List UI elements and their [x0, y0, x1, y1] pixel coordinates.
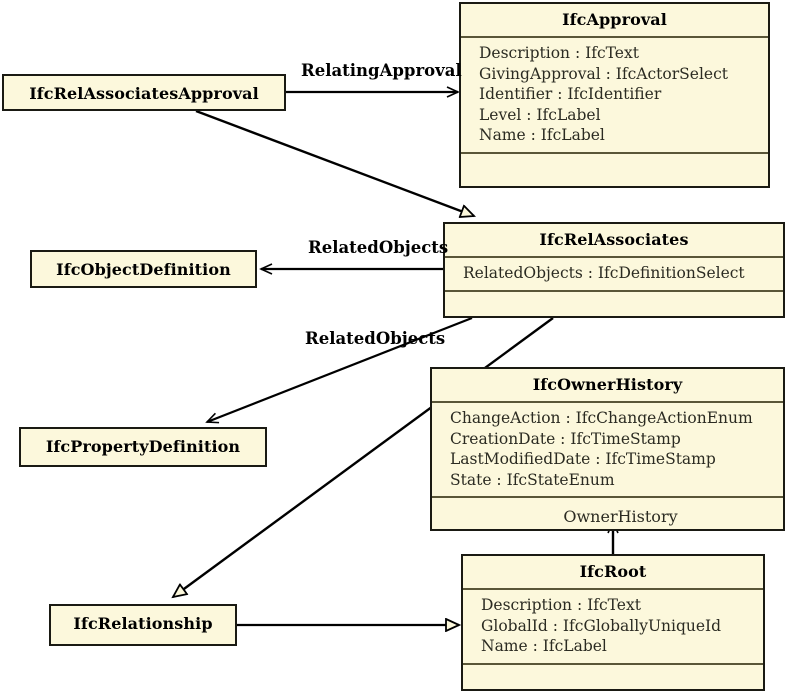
class-box-ifc-rel-associates[interactable]: IfcRelAssociates RelatedObjects : IfcDef…: [443, 222, 785, 318]
attribute-row: LastModifiedDate : IfcTimeStamp: [450, 450, 716, 469]
class-box-ifc-root[interactable]: IfcRoot Description : IfcText GlobalId :…: [461, 554, 765, 691]
attribute-row: Description : IfcText: [481, 596, 641, 614]
compartment-divider: [463, 662, 763, 665]
attribute-row: Name : IfcLabel: [479, 126, 605, 145]
class-title-ifc-relationship: IfcRelationship: [73, 614, 213, 633]
edge-label-relating-approval: RelatingApproval: [301, 61, 462, 80]
class-box-ifc-object-definition[interactable]: IfcObjectDefinition: [30, 250, 257, 288]
attribute-row: GlobalId : IfcGloballyUniqueId: [481, 616, 722, 635]
class-title-ifc-rel-associates: IfcRelAssociates: [539, 230, 689, 249]
class-attributes-ifc-approval: Description : IfcText GivingApproval : I…: [461, 38, 768, 152]
class-title-ifc-owner-history: IfcOwnerHistory: [532, 375, 683, 394]
attribute-row: ChangeAction : IfcChangeActionEnum: [450, 409, 753, 427]
class-box-ifc-rel-associates-approval[interactable]: IfcRelAssociatesApproval: [2, 74, 286, 111]
compartment-divider: [445, 289, 783, 292]
class-attributes-ifc-root: Description : IfcText GlobalId : IfcGlob…: [463, 590, 763, 663]
edge-label-related-objects-1: RelatedObjects: [308, 238, 449, 257]
class-operations-ifc-approval: [461, 154, 768, 186]
class-box-ifc-property-definition[interactable]: IfcPropertyDefinition: [19, 427, 267, 467]
class-title-ifc-object-definition: IfcObjectDefinition: [56, 260, 231, 279]
attribute-row: Level : IfcLabel: [479, 105, 601, 124]
attribute-row: Description : IfcText: [479, 44, 639, 62]
edge-generalization-relassociatesapproval-relassociates: [195, 109, 474, 216]
attribute-row: State : IfcStateEnum: [450, 470, 615, 489]
class-attributes-ifc-rel-associates: RelatedObjects : IfcDefinitionSelect: [445, 258, 783, 290]
class-title-ifc-root: IfcRoot: [579, 562, 647, 581]
attribute-row: RelatedObjects : IfcDefinitionSelect: [463, 264, 745, 282]
attribute-row: Identifier : IfcIdentifier: [479, 85, 662, 104]
compartment-divider: [461, 36, 768, 38]
compartment-divider: [461, 152, 768, 155]
class-attributes-ifc-owner-history: ChangeAction : IfcChangeActionEnum Creat…: [432, 403, 783, 496]
attribute-row: GivingApproval : IfcActorSelect: [479, 64, 728, 83]
class-title-ifc-approval: IfcApproval: [562, 10, 667, 29]
edge-label-owner-history: OwnerHistory: [563, 507, 678, 526]
class-box-ifc-relationship[interactable]: IfcRelationship: [49, 604, 237, 646]
class-title-ifc-rel-associates-approval: IfcRelAssociatesApproval: [29, 84, 259, 103]
attribute-row: Name : IfcLabel: [481, 637, 607, 656]
attribute-row: CreationDate : IfcTimeStamp: [450, 429, 681, 448]
class-title-ifc-property-definition: IfcPropertyDefinition: [45, 437, 241, 456]
class-box-ifc-approval[interactable]: IfcApproval Description : IfcText Giving…: [459, 2, 770, 188]
compartment-divider: [463, 588, 763, 590]
edge-label-related-objects-2: RelatedObjects: [305, 329, 446, 348]
compartment-divider: [445, 256, 783, 258]
class-box-ifc-owner-history[interactable]: IfcOwnerHistory ChangeAction : IfcChange…: [430, 367, 785, 531]
compartment-divider: [432, 496, 783, 499]
class-operations-ifc-rel-associates: [445, 292, 783, 316]
class-operations-ifc-root: [463, 665, 763, 689]
compartment-divider: [432, 401, 783, 403]
